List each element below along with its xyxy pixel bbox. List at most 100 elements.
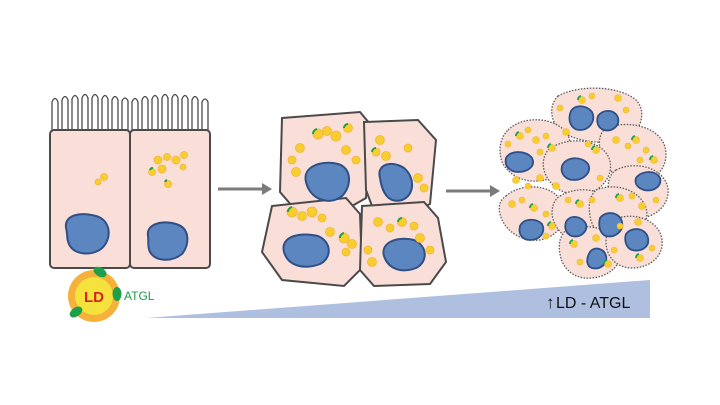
atgl-marker xyxy=(529,203,534,209)
lipid-droplet xyxy=(584,140,592,148)
lipid-droplet xyxy=(375,135,385,145)
lipid-droplet xyxy=(518,196,526,204)
lipid-droplet xyxy=(548,144,556,152)
nucleus xyxy=(624,228,650,252)
lipid-droplet xyxy=(291,167,301,177)
lipid-droplet xyxy=(576,200,584,208)
lipid-droplet xyxy=(341,247,351,257)
atgl-marker xyxy=(312,128,318,135)
nucleus xyxy=(564,216,588,238)
gradient-label: LD - ATGL xyxy=(556,295,630,312)
lipid-droplet xyxy=(403,143,413,153)
lipid-droplet xyxy=(642,146,650,154)
increase-gradient-wedge xyxy=(146,280,650,318)
lipid-droplet xyxy=(100,173,108,181)
lipid-droplet xyxy=(415,233,425,243)
nucleus xyxy=(146,221,189,261)
panel-depolarized-cells xyxy=(260,110,448,288)
transformed-cells xyxy=(498,87,669,279)
nuclei-panel-3 xyxy=(504,105,662,270)
lipid-droplet xyxy=(516,132,524,140)
atgl-marker xyxy=(631,135,636,141)
lipid-droplet xyxy=(179,163,187,171)
lipid-droplet xyxy=(94,178,102,186)
nucleus xyxy=(378,162,413,202)
lipid-droplets-cell-1 xyxy=(94,173,108,186)
atgl-marker xyxy=(591,145,596,151)
lipid-droplet xyxy=(413,173,423,183)
legend-atgl-marker xyxy=(69,306,83,318)
atgl-marker xyxy=(164,179,168,183)
atgl-marker xyxy=(515,131,520,137)
lipid-droplet xyxy=(153,155,163,165)
lipid-droplets-panel-3 xyxy=(504,92,660,268)
lipid-droplet xyxy=(604,260,612,268)
lipid-droplet xyxy=(624,142,632,150)
lipid-droplet xyxy=(171,155,181,165)
lipid-droplet xyxy=(634,218,642,226)
microvilli-left xyxy=(51,93,129,130)
lipid-droplet xyxy=(524,182,532,190)
lipid-droplet xyxy=(287,155,297,165)
nucleus xyxy=(560,157,590,181)
legend-atgl-marker xyxy=(93,266,107,278)
nucleus xyxy=(518,218,545,241)
lipid-droplet xyxy=(325,227,335,237)
gradient-up-arrow: ↑ xyxy=(546,293,555,312)
lipid-droplet xyxy=(588,92,596,100)
nucleus xyxy=(634,171,662,192)
progression-arrow-1 xyxy=(218,183,272,195)
legend-ld-label: LD xyxy=(84,289,104,306)
legend-atgl-marker xyxy=(112,287,122,301)
lipid-droplet xyxy=(347,239,357,249)
lipid-droplet xyxy=(409,221,419,231)
lipid-droplet xyxy=(578,96,586,104)
lipid-droplets-panel-2 xyxy=(286,123,435,267)
atgl-marker xyxy=(577,95,582,101)
panel-polarized-epithelium xyxy=(49,93,211,269)
atgl-marker xyxy=(547,221,552,227)
lipid-droplet xyxy=(592,146,600,154)
atgl-marker xyxy=(569,239,574,245)
lipid-droplet xyxy=(616,222,624,230)
atgl-marker xyxy=(287,206,293,213)
lipid-droplet xyxy=(306,206,318,218)
lipid-droplet xyxy=(419,183,429,193)
lipid-droplet xyxy=(542,132,550,140)
atgl-marker xyxy=(635,253,640,259)
atgl-marker xyxy=(343,123,349,129)
lipid-droplet xyxy=(610,246,618,254)
nucleus xyxy=(304,161,350,202)
lipid-droplet xyxy=(157,164,167,174)
lipid-droplet xyxy=(536,174,544,182)
nucleus xyxy=(586,247,608,270)
lipid-droplet xyxy=(548,222,556,230)
atgl-marker xyxy=(547,143,552,149)
nucleus xyxy=(596,110,620,132)
lipid-droplet xyxy=(532,136,540,144)
lipid-droplet xyxy=(180,151,188,159)
lipid-droplet xyxy=(164,180,172,188)
lipid-droplets-cell-2 xyxy=(148,151,188,188)
nucleus xyxy=(382,237,426,272)
lipid-droplet xyxy=(425,245,435,255)
lipid-droplet xyxy=(632,136,640,144)
atgl-marker xyxy=(397,217,403,223)
nucleus xyxy=(64,213,110,255)
lipid-droplet xyxy=(367,257,377,267)
nucleus xyxy=(282,233,330,268)
lipid-droplet xyxy=(542,210,550,218)
atgl-marker xyxy=(649,155,654,161)
lipid-droplet xyxy=(351,155,361,165)
lipid-droplet xyxy=(341,145,351,155)
lipid-droplet xyxy=(297,211,307,221)
atgl-markers-panel-3 xyxy=(515,95,654,265)
lipid-droplet xyxy=(322,126,332,136)
lipid-droplet xyxy=(381,151,391,161)
lipid-droplet xyxy=(588,196,596,204)
nucleus xyxy=(568,105,595,131)
lipid-droplet xyxy=(636,254,644,262)
lipid-droplet xyxy=(636,156,644,164)
legend-atgl-label: ATGL xyxy=(124,289,155,303)
